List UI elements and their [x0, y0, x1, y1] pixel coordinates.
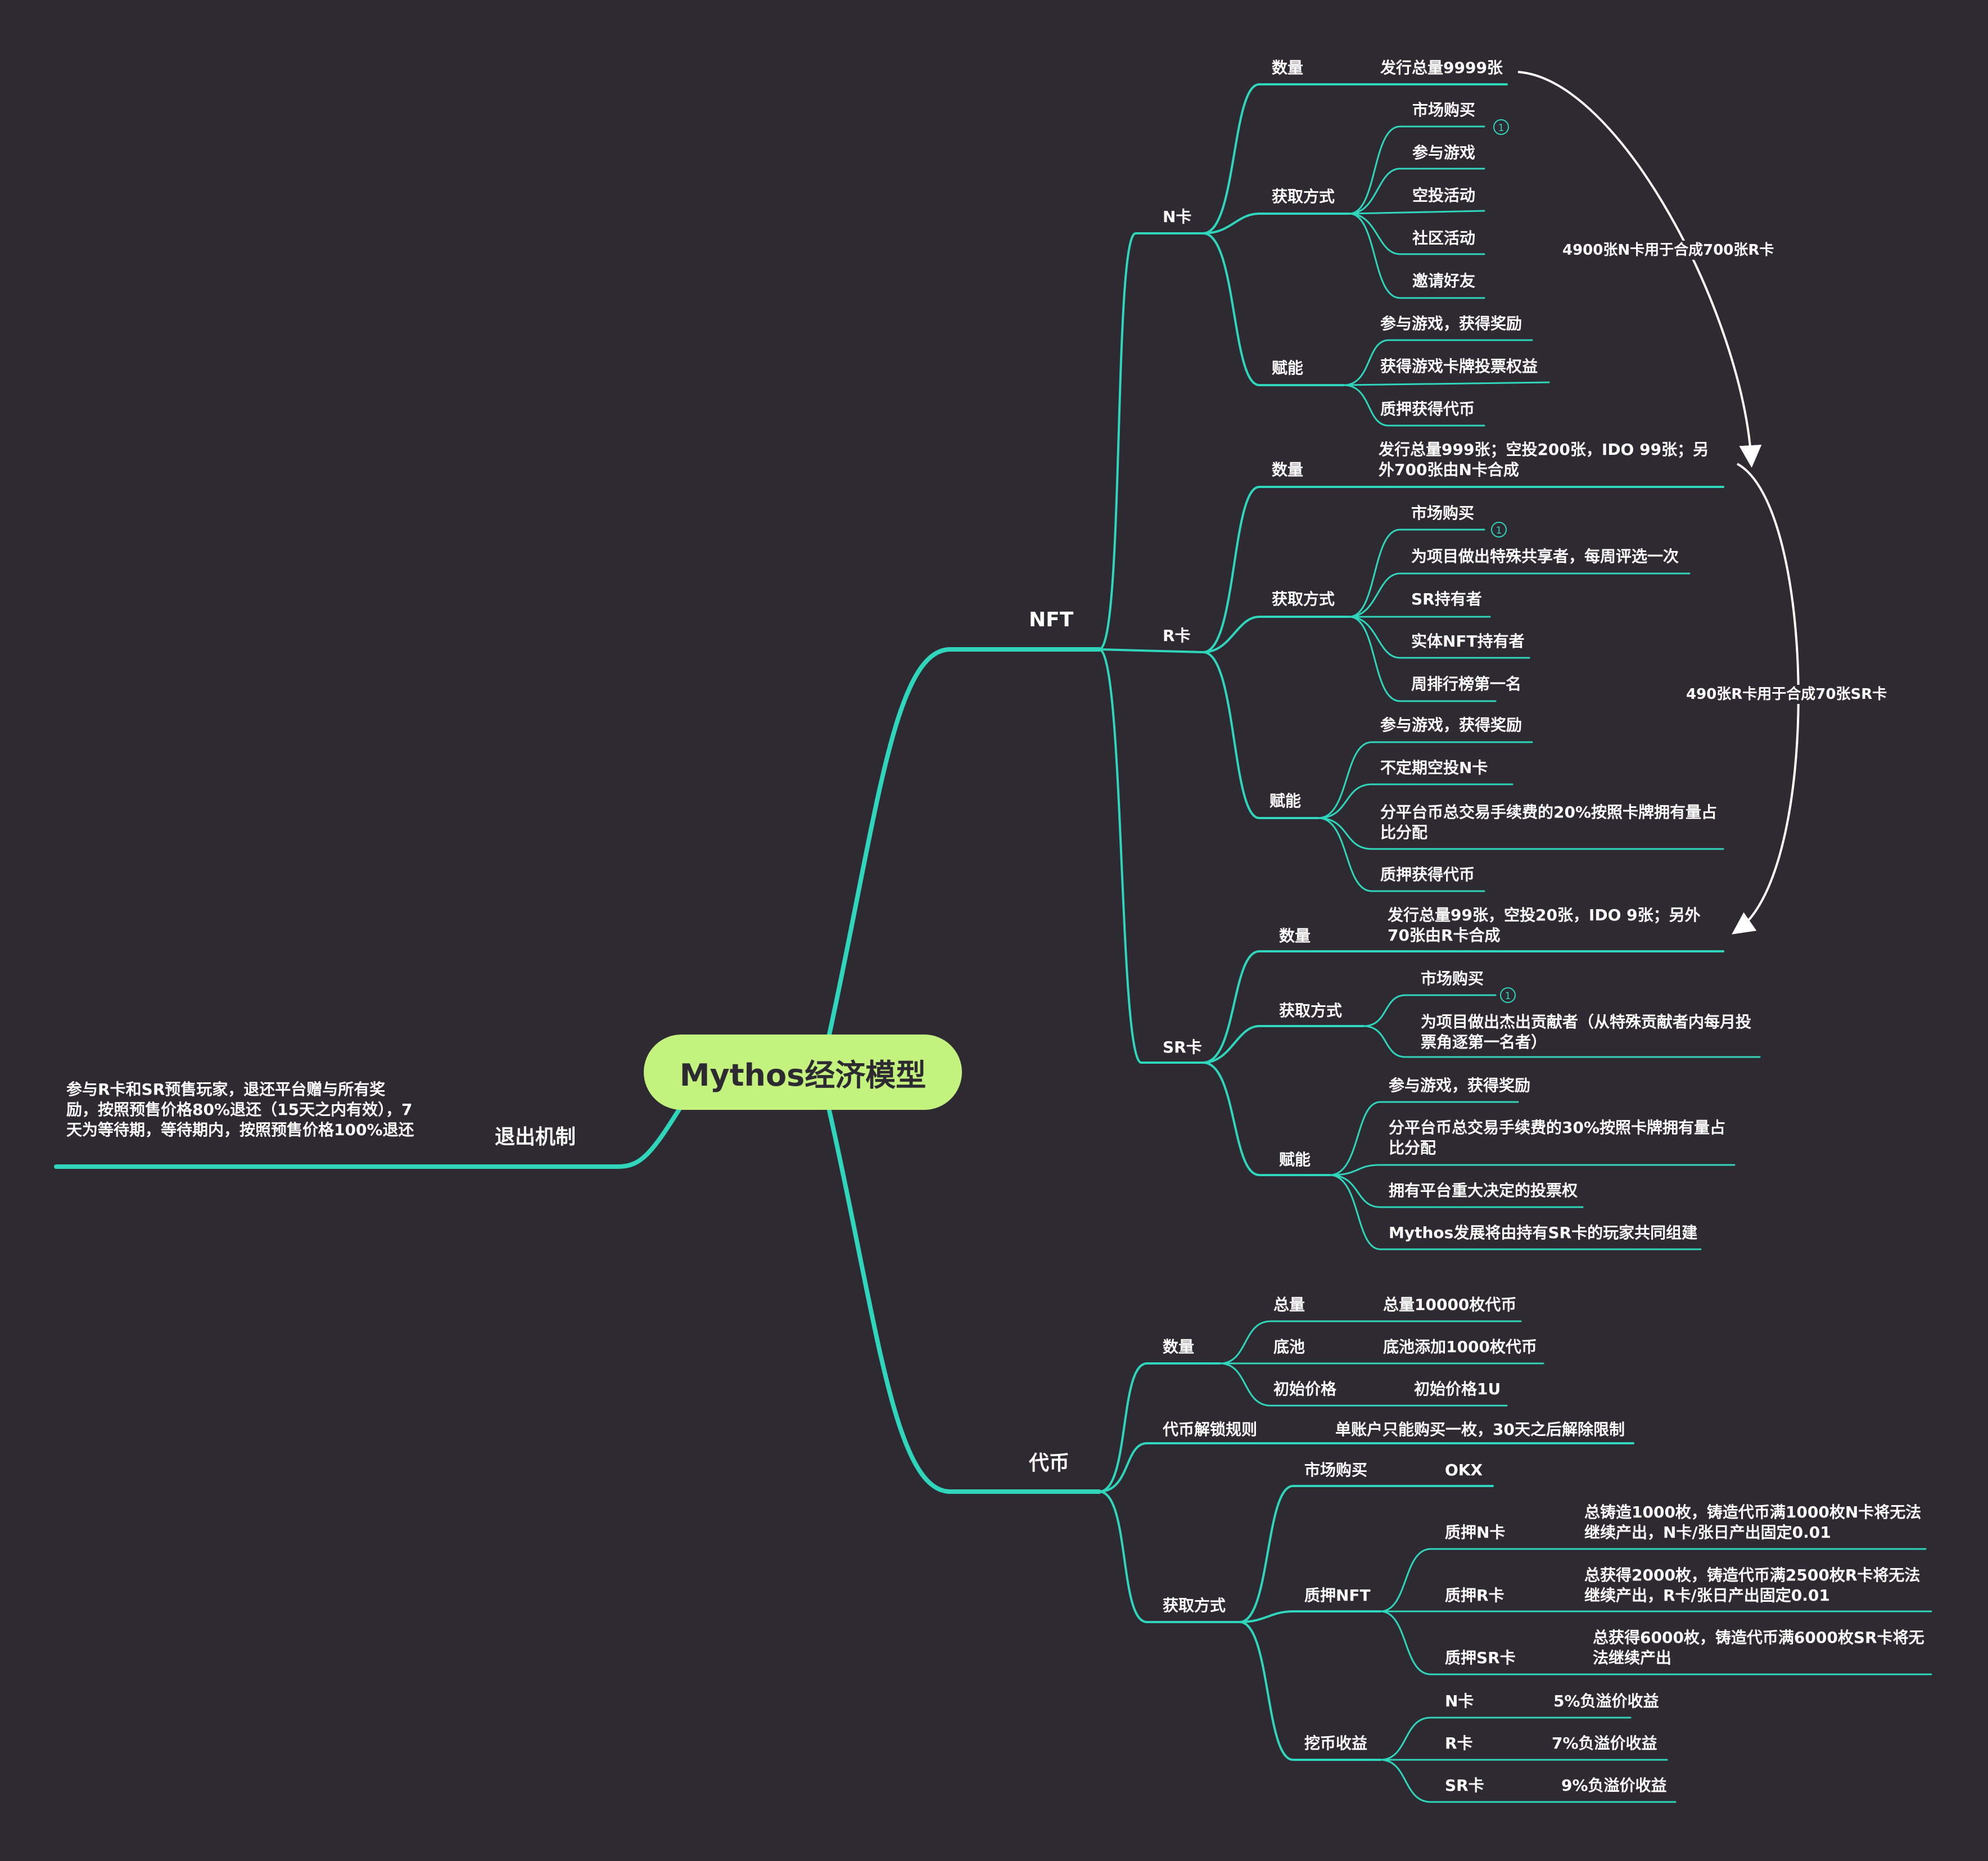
- sr-empower-item[interactable]: 分平台币总交易手续费的30%按照卡牌拥有量占比分配: [1389, 1118, 1726, 1157]
- connector-nft-r: [1098, 648, 1204, 653]
- stake-item-value[interactable]: 总获得2000枚，铸造代币满2500枚R卡将无法继续产出，R卡/张日产出固定0.…: [1584, 1566, 1921, 1605]
- sr-acquire-item[interactable]: 为项目做出杰出贡献者（从特殊贡献者内每月投票角逐第一名者）: [1421, 1013, 1752, 1051]
- r-quantity-value[interactable]: 发行总量999张；空投200张，IDO 99张；另外700张由N卡合成: [1379, 440, 1709, 479]
- root-node[interactable]: Mythos经济模型: [644, 1035, 962, 1110]
- branch-exit[interactable]: 退出机制: [495, 1126, 576, 1149]
- token-unlock[interactable]: 代币解锁规则: [1163, 1420, 1258, 1439]
- badge-icon: 1: [1491, 522, 1507, 537]
- r-empower-item[interactable]: 不定期空投N卡: [1380, 758, 1488, 777]
- badge-icon: 1: [1493, 119, 1509, 135]
- connector-root-exit: [54, 1105, 683, 1169]
- token-quantity-value[interactable]: 初始价格1U: [1414, 1380, 1501, 1398]
- n-acquire[interactable]: 获取方式: [1272, 187, 1335, 206]
- n-empower-item[interactable]: 质押获得代币: [1380, 400, 1475, 418]
- node-n-card[interactable]: N卡: [1163, 207, 1192, 226]
- token-acquire[interactable]: 获取方式: [1163, 1596, 1226, 1615]
- n-acquire-item[interactable]: 空投活动: [1412, 186, 1476, 205]
- mining-item[interactable]: N卡: [1445, 1692, 1474, 1710]
- n-acquire-item[interactable]: 市场购买: [1412, 101, 1476, 119]
- r-acquire-item[interactable]: 为项目做出特殊共享者，每周评选一次: [1411, 547, 1679, 566]
- sr-empower-item[interactable]: Mythos发展将由持有SR卡的玩家共同组建: [1389, 1223, 1698, 1242]
- stake-item[interactable]: 质押R卡: [1445, 1586, 1504, 1605]
- sr-quantity[interactable]: 数量: [1279, 927, 1311, 945]
- token-quantity[interactable]: 数量: [1163, 1338, 1195, 1356]
- n-empower-item[interactable]: 参与游戏，获得奖励: [1380, 314, 1522, 333]
- token-unlock-value[interactable]: 单账户只能购买一枚，30天之后解除限制: [1335, 1420, 1625, 1439]
- r-acquire-item[interactable]: SR持有者: [1411, 590, 1482, 608]
- stake-item[interactable]: 质押SR卡: [1445, 1648, 1516, 1667]
- token-quantity-value[interactable]: 总量10000枚代币: [1383, 1295, 1517, 1314]
- branch-token[interactable]: 代币: [1029, 1452, 1070, 1475]
- node-r-card[interactable]: R卡: [1163, 626, 1191, 645]
- branch-nft[interactable]: NFT: [1029, 608, 1074, 631]
- stake-item[interactable]: 质押N卡: [1445, 1523, 1506, 1542]
- connector-nft-sr: [1098, 648, 1204, 1064]
- badge-icon: 1: [1500, 987, 1516, 1003]
- stake-item-value[interactable]: 总获得6000枚，铸造代币满6000枚SR卡将无法继续产出: [1593, 1628, 1924, 1667]
- r-quantity[interactable]: 数量: [1272, 460, 1304, 479]
- stake-item-value[interactable]: 总铸造1000枚，铸造代币满1000枚N卡将无法继续产出，N卡/张日产出固定0.…: [1584, 1503, 1922, 1542]
- token-quantity-item[interactable]: 底池: [1273, 1338, 1305, 1356]
- mining-item-value[interactable]: 7%负溢价收益: [1552, 1734, 1657, 1752]
- token-quantity-item[interactable]: 初始价格: [1273, 1380, 1337, 1398]
- sr-quantity-value[interactable]: 发行总量99张，空投20张，IDO 9张；另外70张由R卡合成: [1388, 906, 1701, 945]
- r-empower-item[interactable]: 分平台币总交易手续费的20%按照卡牌拥有量占比分配: [1380, 803, 1718, 842]
- token-quantity-item[interactable]: 总量: [1273, 1295, 1305, 1314]
- r-empower[interactable]: 赋能: [1269, 792, 1302, 810]
- mining-item-value[interactable]: 5%负溢价收益: [1553, 1692, 1659, 1710]
- n-quantity[interactable]: 数量: [1272, 58, 1304, 77]
- connector-nft-n: [1098, 232, 1204, 651]
- sr-empower[interactable]: 赋能: [1279, 1150, 1311, 1169]
- connector-root-nft: [827, 647, 1101, 1037]
- token-market-value[interactable]: OKX: [1445, 1461, 1483, 1479]
- sr-empower-item[interactable]: 参与游戏，获得奖励: [1389, 1076, 1531, 1095]
- token-mining[interactable]: 挖币收益: [1304, 1734, 1368, 1752]
- r-acquire-item[interactable]: 市场购买: [1411, 504, 1475, 522]
- r-acquire-item[interactable]: 周排行榜第一名: [1411, 675, 1522, 693]
- r-empower-item[interactable]: 参与游戏，获得奖励: [1380, 716, 1522, 734]
- token-market[interactable]: 市场购买: [1304, 1461, 1368, 1479]
- relation-label-n-to-r: 4900张N卡用于合成700张R卡: [1560, 241, 1777, 260]
- r-empower-item[interactable]: 质押获得代币: [1380, 865, 1475, 884]
- connector-root-token: [827, 1108, 1101, 1494]
- mining-item[interactable]: SR卡: [1445, 1776, 1484, 1795]
- sr-acquire-item[interactable]: 市场购买: [1421, 969, 1484, 988]
- n-empower-item[interactable]: 获得游戏卡牌投票权益: [1380, 357, 1538, 376]
- n-quantity-value[interactable]: 发行总量9999张: [1380, 58, 1503, 77]
- node-sr-card[interactable]: SR卡: [1163, 1038, 1202, 1056]
- sr-empower-item[interactable]: 拥有平台重大决定的投票权: [1389, 1181, 1578, 1200]
- n-acquire-item[interactable]: 参与游戏: [1412, 143, 1476, 162]
- mining-item[interactable]: R卡: [1445, 1734, 1473, 1752]
- relation-arrow-n-to-r: [1517, 71, 1762, 468]
- n-acquire-item[interactable]: 邀请好友: [1412, 272, 1476, 290]
- r-acquire-item[interactable]: 实体NFT持有者: [1411, 632, 1525, 651]
- r-acquire[interactable]: 获取方式: [1272, 590, 1335, 608]
- exit-detail[interactable]: 参与R卡和SR预售玩家，退还平台赠与所有奖励，按照预售价格80%退还（15天之内…: [66, 1080, 414, 1139]
- relation-label-r-to-sr: 490张R卡用于合成70张SR卡: [1684, 685, 1890, 704]
- token-stake[interactable]: 质押NFT: [1304, 1586, 1371, 1605]
- n-acquire-item[interactable]: 社区活动: [1412, 229, 1476, 247]
- n-empower[interactable]: 赋能: [1272, 359, 1304, 377]
- token-quantity-value[interactable]: 底池添加1000枚代币: [1383, 1338, 1537, 1356]
- mining-item-value[interactable]: 9%负溢价收益: [1561, 1776, 1667, 1795]
- sr-acquire[interactable]: 获取方式: [1279, 1001, 1343, 1020]
